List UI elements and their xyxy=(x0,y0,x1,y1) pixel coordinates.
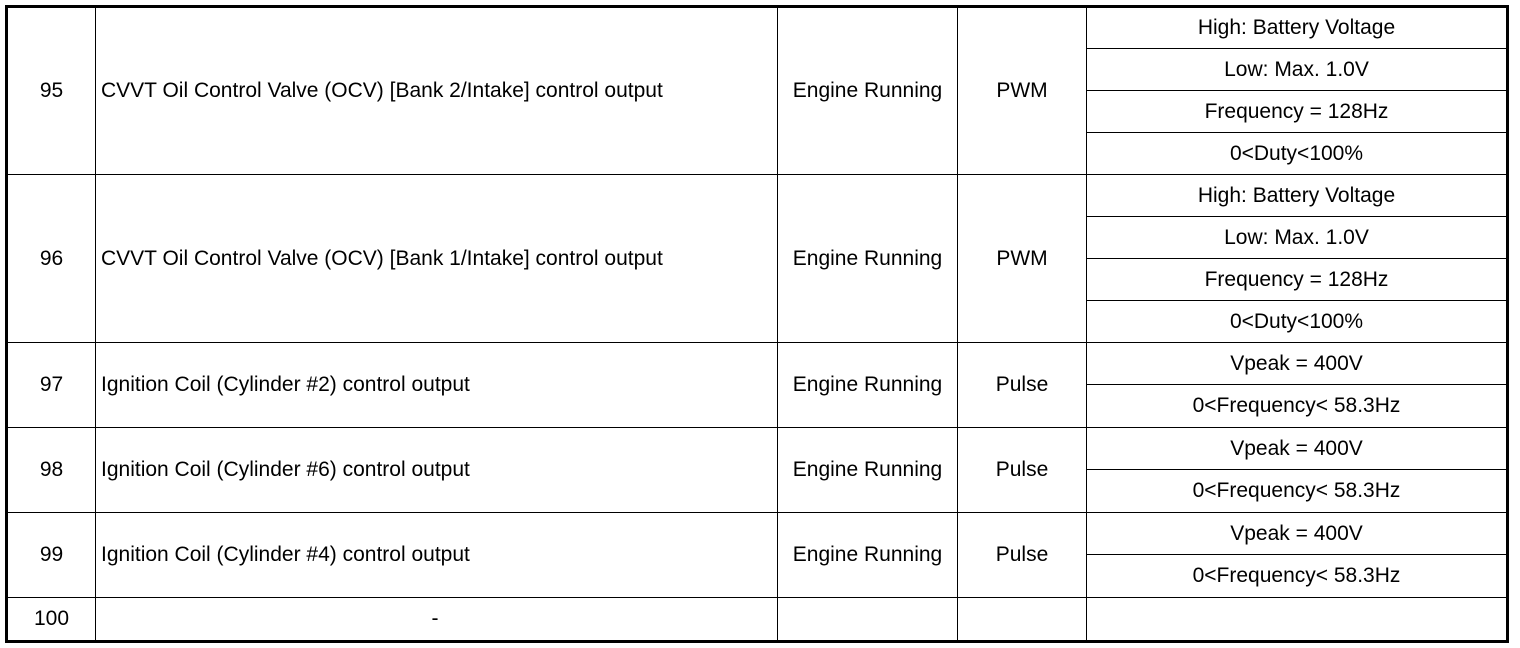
signal-level-cell: 0<Duty<100% xyxy=(1086,132,1508,175)
signal-type-cell: PWM xyxy=(957,6,1087,175)
signal-level-cell: Vpeak = 400V xyxy=(1086,342,1508,385)
signal-level-cell: Frequency = 128Hz xyxy=(1086,90,1508,133)
pin-number-cell: 100 xyxy=(6,597,96,642)
condition-cell: Engine Running xyxy=(777,342,958,428)
pin-number-cell: 96 xyxy=(6,174,96,343)
pin-description-text: Ignition Coil (Cylinder #2) control outp… xyxy=(101,373,470,396)
pin-number-cell: 99 xyxy=(6,512,96,598)
pin-number-cell: 95 xyxy=(6,6,96,175)
table-row: 0<Frequency< 58.3Hz xyxy=(7,554,1508,598)
pin-number-cell: 97 xyxy=(6,342,96,428)
condition-cell: Engine Running xyxy=(777,6,958,175)
table-row: 0<Duty<100% xyxy=(7,300,1508,343)
pin-description-cell: Ignition Coil (Cylinder #6) control outp… xyxy=(95,427,778,513)
signal-level-cell: 0<Frequency< 58.3Hz xyxy=(1086,554,1508,598)
pin-description-text: - xyxy=(431,607,439,630)
pin-description-text: CVVT Oil Control Valve (OCV) [Bank 2/Int… xyxy=(101,79,663,102)
signal-level-cell xyxy=(1086,597,1508,642)
condition-cell: Engine Running xyxy=(777,427,958,513)
table-row: 100 - xyxy=(6,597,1508,642)
signal-level-cell: Frequency = 128Hz xyxy=(1086,258,1508,301)
signal-level-cell: High: Battery Voltage xyxy=(1086,174,1508,217)
signal-type-cell: Pulse xyxy=(957,427,1087,513)
table-row: Frequency = 128Hz xyxy=(7,90,1508,133)
pin-description-cell: CVVT Oil Control Valve (OCV) [Bank 2/Int… xyxy=(95,6,778,175)
signal-level-cell: 0<Duty<100% xyxy=(1086,300,1508,343)
condition-text: Engine Running xyxy=(792,458,943,481)
signal-level-cell: Low: Max. 1.0V xyxy=(1086,216,1508,259)
condition-cell xyxy=(777,597,958,642)
pin-description-text: Ignition Coil (Cylinder #4) control outp… xyxy=(101,543,470,566)
pin-description-cell: Ignition Coil (Cylinder #4) control outp… xyxy=(95,512,778,598)
pin-description-text: Ignition Coil (Cylinder #6) control outp… xyxy=(101,458,470,481)
signal-level-cell: Vpeak = 400V xyxy=(1086,427,1508,470)
condition-text: Engine Running xyxy=(792,79,943,102)
signal-type-cell: PWM xyxy=(957,174,1087,343)
signal-level-cell: Vpeak = 400V xyxy=(1086,512,1508,555)
table-row: Low: Max. 1.0V xyxy=(7,48,1508,91)
table-row: Low: Max. 1.0V xyxy=(7,216,1508,259)
condition-cell: Engine Running xyxy=(777,174,958,343)
table-row: Frequency = 128Hz xyxy=(7,258,1508,301)
signal-level-cell: Low: Max. 1.0V xyxy=(1086,48,1508,91)
table-row: 0<Frequency< 58.3Hz xyxy=(7,469,1508,513)
signal-level-cell: High: Battery Voltage xyxy=(1086,6,1508,49)
pin-description-cell: Ignition Coil (Cylinder #2) control outp… xyxy=(95,342,778,428)
table-row: 0<Frequency< 58.3Hz xyxy=(7,384,1508,428)
signal-type-cell: Pulse xyxy=(957,512,1087,598)
pin-number-cell: 98 xyxy=(6,427,96,513)
condition-text: Engine Running xyxy=(792,543,943,566)
condition-cell: Engine Running xyxy=(777,512,958,598)
signal-level-cell: 0<Frequency< 58.3Hz xyxy=(1086,384,1508,428)
condition-text: Engine Running xyxy=(792,246,943,270)
pin-description-cell: CVVT Oil Control Valve (OCV) [Bank 1/Int… xyxy=(95,174,778,343)
pin-description-cell: - xyxy=(95,597,778,642)
pin-description-text: CVVT Oil Control Valve (OCV) [Bank 1/Int… xyxy=(101,246,663,270)
signal-type-cell xyxy=(957,597,1087,642)
signal-level-cell: 0<Frequency< 58.3Hz xyxy=(1086,469,1508,513)
signal-type-cell: Pulse xyxy=(957,342,1087,428)
condition-text: Engine Running xyxy=(792,373,943,396)
